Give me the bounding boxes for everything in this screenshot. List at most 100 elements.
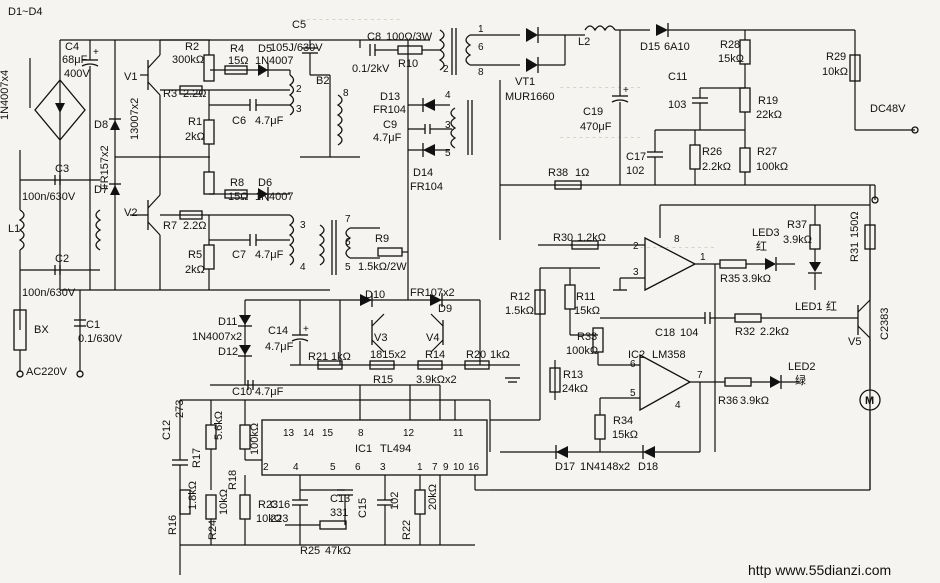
b1-primary xyxy=(438,29,445,71)
label-d1d4: D1~D4 xyxy=(8,6,43,18)
label-r37: R37 xyxy=(787,219,807,231)
r32-resistor xyxy=(734,313,762,323)
pin-ic2-3: 3 xyxy=(633,267,639,278)
pin-ic1-13: 13 xyxy=(283,428,295,439)
pin-b2-4b: 4 xyxy=(300,262,306,273)
label-d12: D12 xyxy=(218,346,238,358)
label-r13-val: 24kΩ xyxy=(562,383,588,395)
pin-ic1-6: 6 xyxy=(355,462,361,473)
label-d10: D10 xyxy=(365,289,385,301)
label-r18: R18 xyxy=(227,470,239,490)
label-d7: D7 xyxy=(94,184,108,196)
r29-resistor xyxy=(849,54,861,82)
label-d18: D18 xyxy=(638,461,658,473)
label-r33: R33 xyxy=(577,331,597,343)
label-r28-val: 15kΩ xyxy=(718,53,744,65)
pin-ic1-16: 16 xyxy=(468,462,480,473)
r1-resistor xyxy=(203,119,215,145)
l2-inductor xyxy=(584,25,616,32)
label-d6-val: 1N4007 xyxy=(255,191,294,203)
label-c19-val: 470μF xyxy=(580,121,612,133)
r9-resistor xyxy=(377,247,403,257)
label-r7-val: 2.2Ω xyxy=(183,220,207,232)
r22-resistor xyxy=(414,489,426,515)
label-ic1: IC1 xyxy=(355,443,372,455)
label-c5: C5 xyxy=(292,19,306,31)
label-c1: C1 xyxy=(86,319,100,331)
label-motor: M xyxy=(865,395,874,407)
label-r8-val: 15Ω xyxy=(228,191,248,203)
label-r3-val: 2.2Ω xyxy=(183,88,207,100)
label-r25: R25 xyxy=(300,545,320,557)
pin-b2-4: 4 xyxy=(445,90,451,101)
label-c7-val: 4.7μF xyxy=(255,249,284,261)
label-r9-val: 1.5kΩ/2W xyxy=(358,261,407,273)
label-r16-val: 1.8kΩ xyxy=(187,481,199,510)
ac-terminal-2 xyxy=(76,370,84,378)
label-r11: R11 xyxy=(576,291,595,303)
label-r9: R9 xyxy=(375,233,389,245)
label-v3: V3 xyxy=(374,332,387,344)
ic1-tl494-body xyxy=(261,419,488,476)
labels: D1~D4 1N4007x4 C4 68μF 400V C3 100n/630V… xyxy=(0,6,906,557)
label-c15-val: 102 xyxy=(389,492,401,510)
label-green: 绿 xyxy=(795,373,806,387)
pin-ic2-7: 7 xyxy=(697,370,703,381)
pin-ic1-10: 10 xyxy=(453,462,465,473)
pin-ic1-3: 3 xyxy=(380,462,386,473)
label-r35-val: 3.9kΩ xyxy=(742,273,771,285)
pin-b2-6: 6 xyxy=(478,42,484,53)
label-l1: L1 xyxy=(8,223,20,235)
label-v1: V1 xyxy=(124,71,137,83)
label-d17-val: 1N4148x2 xyxy=(580,461,630,473)
label-r18-val: 100kΩ xyxy=(249,423,261,455)
r15-resistor xyxy=(369,360,395,370)
pin-ic1-11: 11 xyxy=(453,428,464,439)
ic2-opamp-b xyxy=(639,353,692,412)
pin-ic2-6: 6 xyxy=(630,359,636,370)
label-b2: B2 xyxy=(316,75,329,87)
svg-text:- - - - - - - - - - - - -: - - - - - - - - - - - - - xyxy=(560,131,641,143)
label-c11-val: 103 xyxy=(668,99,686,111)
label-c18: C18 xyxy=(655,327,675,339)
input-section: + xyxy=(13,39,430,378)
label-v4: V4 xyxy=(426,332,439,344)
label-c4: C4 xyxy=(65,41,79,53)
label-r23-val: 10kΩ xyxy=(256,513,282,525)
pin-b2-8: 8 xyxy=(478,67,484,78)
pin-b2-5b: 5 xyxy=(345,262,351,273)
label-r32: R32 xyxy=(735,326,755,338)
label-c4-val1: 68μF xyxy=(62,54,88,66)
label-r20-val: 1kΩ xyxy=(490,349,510,361)
label-r21-val: 1kΩ xyxy=(331,351,351,363)
pin-ic2-2: 2 xyxy=(633,241,639,252)
label-r19-val: 22kΩ xyxy=(756,109,782,121)
label-c6-val: 4.7μF xyxy=(255,115,284,127)
label-v5: V5 xyxy=(848,336,861,348)
label-d14: D14 xyxy=(413,167,433,179)
label-r31: R31 xyxy=(849,242,861,262)
pin-b2-6b: 6 xyxy=(345,237,351,248)
label-r27-val: 100kΩ xyxy=(756,161,788,173)
r10-resistor xyxy=(397,45,423,55)
label-d9: D9 xyxy=(438,303,452,315)
label-led3: LED3 xyxy=(752,227,780,239)
label-r34: R34 xyxy=(613,415,633,427)
b1-secondary xyxy=(465,34,472,66)
pin-ic1-2: 2 xyxy=(263,462,269,473)
label-r23: R23 xyxy=(258,499,278,511)
label-d11-val: 1N4007x2 xyxy=(192,331,242,343)
label-c14: C14 xyxy=(268,325,288,337)
label-d11: D11 xyxy=(218,316,237,328)
pin-ic2-4: 4 xyxy=(675,400,681,411)
label-r16: R16 xyxy=(167,515,179,535)
label-c10-val: 4.7μF xyxy=(255,386,284,398)
label-c8-val: 0.1/2kV xyxy=(352,63,390,75)
label-c2383: C2383 xyxy=(879,308,891,340)
pin-ic1-14: 14 xyxy=(303,428,315,439)
r25-resistor xyxy=(319,520,347,530)
label-r19: R19 xyxy=(758,95,778,107)
label-fr104b: FR104 xyxy=(410,181,443,193)
label-r26-val: 2.2kΩ xyxy=(702,161,731,173)
label-l2: L2 xyxy=(578,36,590,48)
